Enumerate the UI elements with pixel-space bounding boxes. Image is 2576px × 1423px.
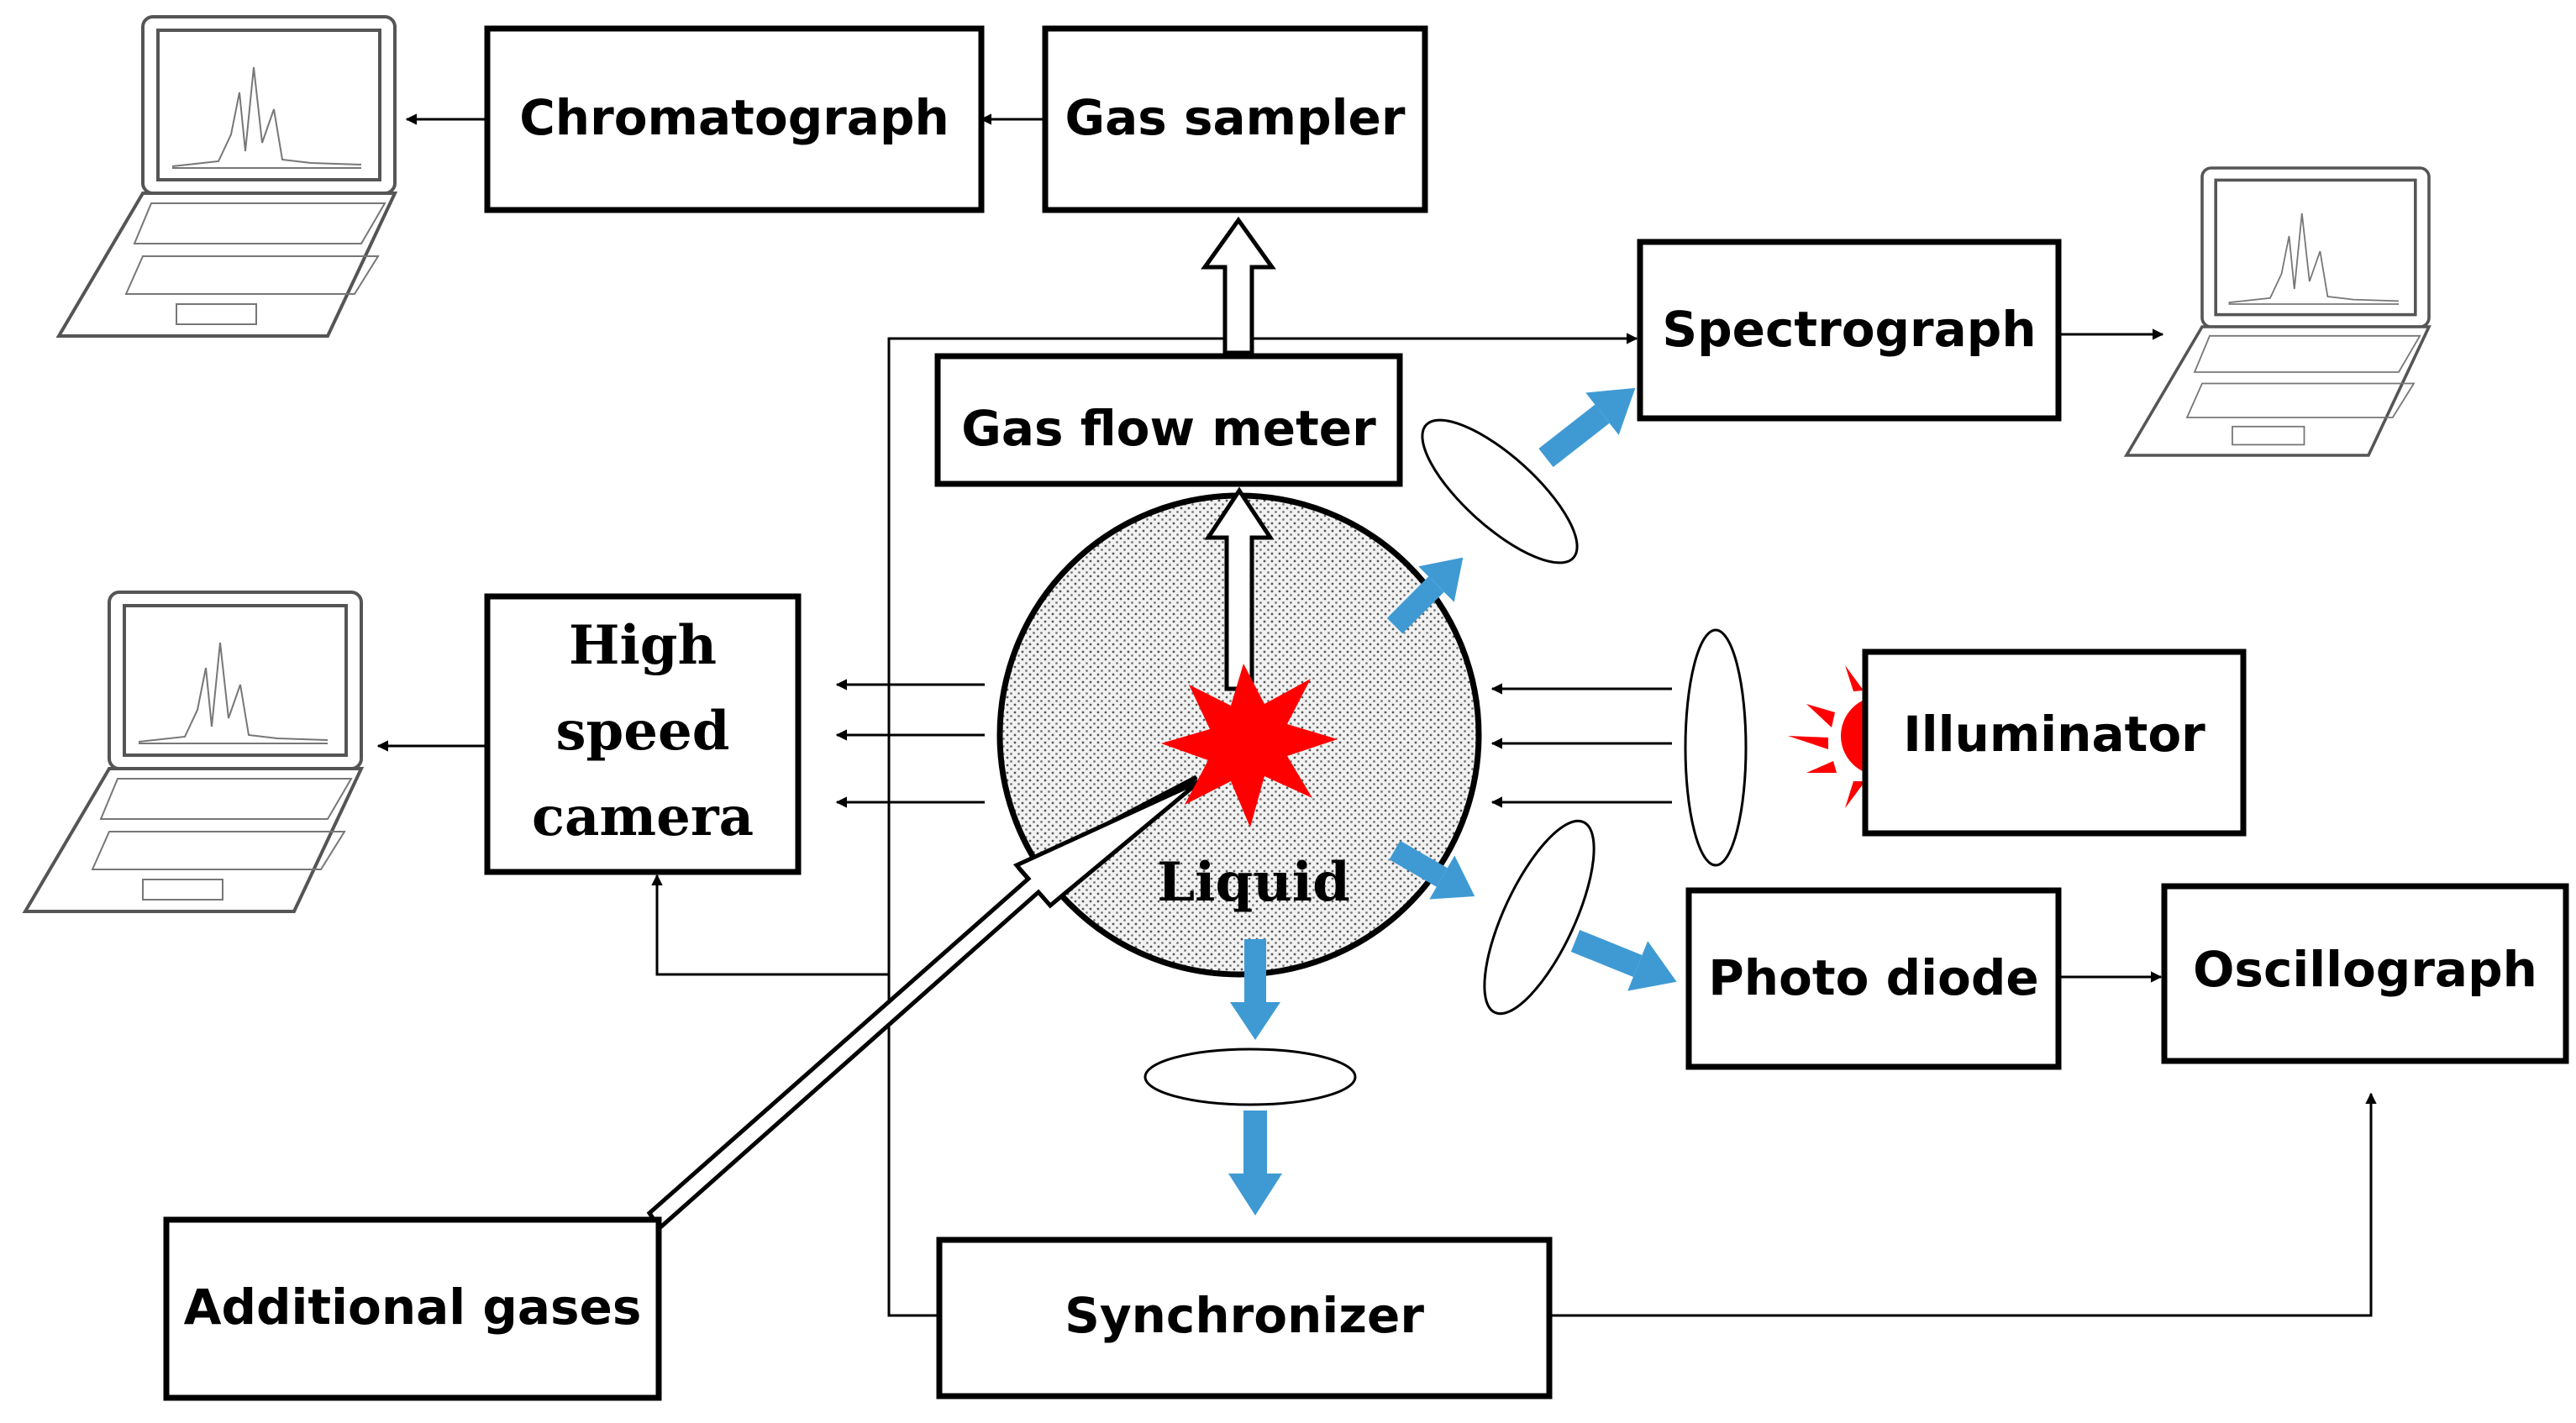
hollow-arrow-up	[1204, 486, 1275, 691]
synchronizer-label: Synchronizer	[1065, 1287, 1424, 1344]
spectrograph-label: Spectrograph	[1662, 301, 2036, 358]
gas-sampler-box: Gas sampler	[1042, 25, 1428, 213]
gas-sampler-label: Gas sampler	[1065, 89, 1406, 146]
high-speed-camera-label-line2: speed	[556, 700, 730, 763]
laptop-icon	[2123, 166, 2431, 457]
laptop-icon	[55, 15, 398, 338]
lens-icon	[1143, 1048, 1357, 1106]
lens-icon	[1483, 819, 1596, 1016]
oscillograph-box: Oscillograph	[2161, 883, 2569, 1064]
hollow-arrow-additional-gases	[646, 779, 1201, 1231]
high-speed-camera-label-line1: High	[569, 614, 717, 677]
laptop-icon	[22, 591, 365, 913]
high-speed-camera-label-line3: camera	[532, 785, 754, 848]
lens-icon	[1684, 628, 1748, 867]
optical-arrows	[1228, 387, 1677, 1216]
gas-flow-meter-box: Gas flow meter	[934, 353, 1403, 487]
illuminator-label: Illuminator	[1903, 706, 2205, 763]
spectrograph-box: Spectrograph	[1637, 239, 2062, 422]
synchronizer-box: Synchronizer	[936, 1237, 1553, 1399]
gas-flow-meter-label: Gas flow meter	[961, 400, 1376, 457]
chromatograph-box: Chromatograph	[484, 25, 985, 213]
photo-diode-box: Photo diode	[1685, 887, 2062, 1070]
chromatograph-label: Chromatograph	[519, 89, 949, 146]
high-speed-camera-box: High speed camera	[484, 593, 802, 875]
oscillograph-label: Oscillograph	[2193, 941, 2537, 998]
liquid-label: Liquid	[1157, 851, 1350, 914]
illuminator-box: Illuminator	[1862, 648, 2247, 837]
lens-icon	[1421, 418, 1579, 564]
additional-gases-box: Additional gases	[163, 1216, 662, 1401]
photo-diode-label: Photo diode	[1708, 949, 2039, 1006]
hollow-arrow-up	[1201, 216, 1276, 355]
spark-icon	[1161, 664, 1338, 827]
additional-gases-label: Additional gases	[184, 1279, 642, 1336]
connector-lines	[376, 113, 2377, 1317]
